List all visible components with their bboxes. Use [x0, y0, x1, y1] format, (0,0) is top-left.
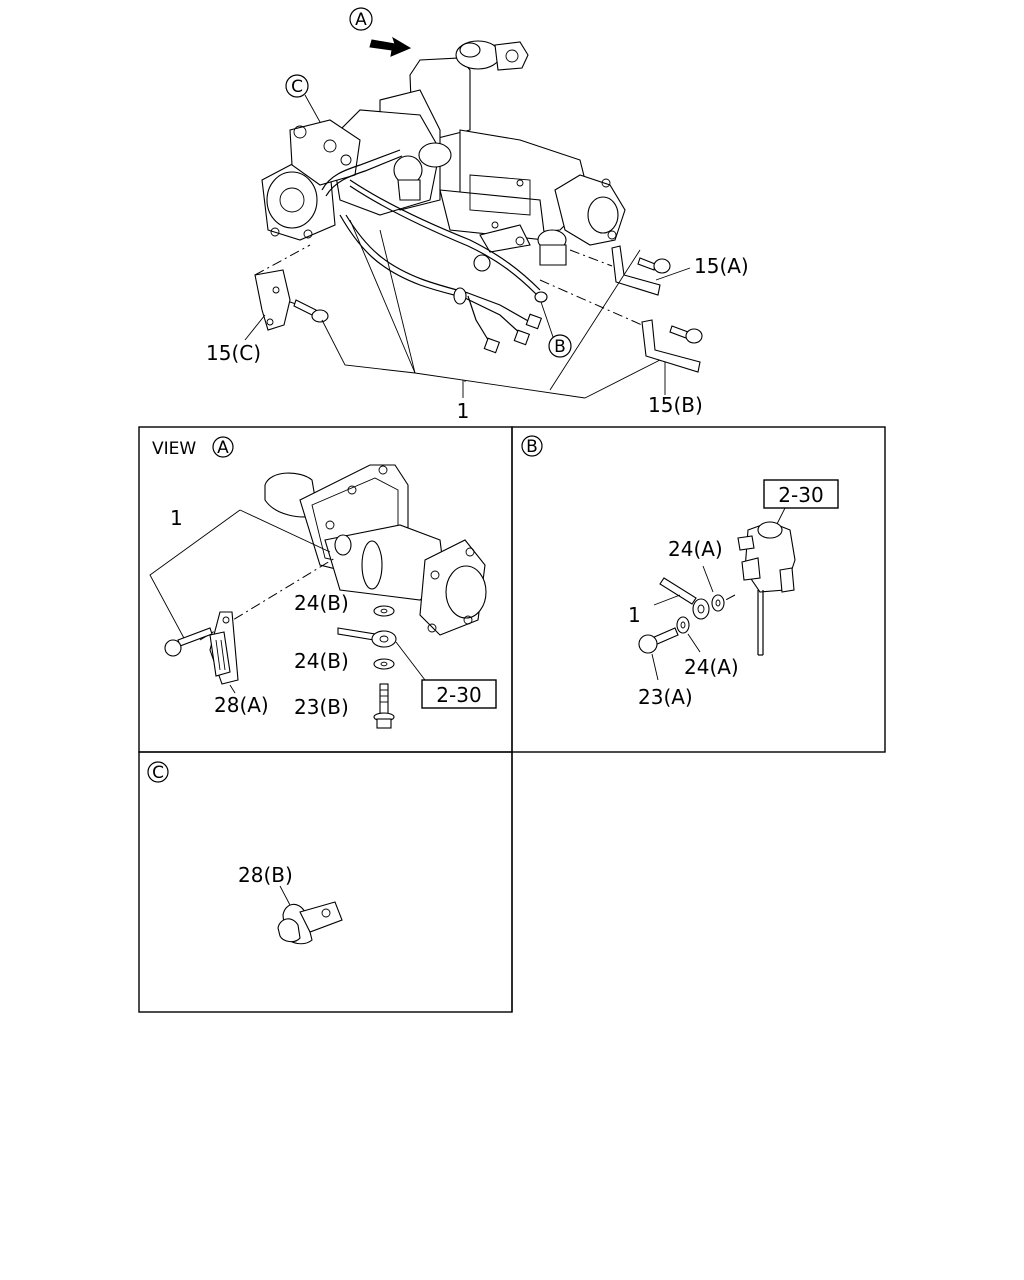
svg-text:A: A	[217, 438, 229, 458]
svg-text:15(A): 15(A)	[694, 254, 749, 278]
panel-a-title: VIEW A	[152, 436, 234, 459]
svg-text:23(B): 23(B)	[294, 695, 349, 719]
panel-c: C 28(B)	[138, 751, 513, 1013]
panel-a-bolt-23b: 23(B)	[294, 683, 395, 729]
svg-text:23(A): 23(A)	[638, 685, 693, 709]
panel-b-marker: B	[521, 435, 543, 457]
svg-text:C: C	[152, 763, 164, 783]
panel-b: B 2-30 24(A)	[511, 426, 886, 753]
wire-b-marker: B	[540, 301, 572, 358]
panel-c-marker: C	[147, 761, 169, 783]
svg-text:24(B): 24(B)	[294, 591, 349, 615]
svg-text:1: 1	[628, 603, 641, 627]
panel-b-terminal-eye: 1	[628, 577, 710, 627]
panel-b-solenoid-drawing	[719, 521, 796, 656]
panel-b-bolt-23a: 23(A)	[638, 627, 693, 709]
panel-b-washer-lower: 24(A)	[676, 616, 739, 679]
panel-view-a: VIEW A 1	[138, 426, 513, 753]
svg-text:1: 1	[170, 506, 183, 530]
bracket-15c: 15(C)	[206, 244, 329, 365]
panel-a-terminal-eye	[337, 627, 426, 681]
panel-a-ref-box: 2-30	[421, 679, 497, 709]
panel-a-item-1-callout: 1	[149, 506, 336, 641]
svg-text:15(B): 15(B)	[648, 393, 703, 417]
panel-a-clip-28a: 28(A)	[209, 611, 269, 717]
panel-b-washer-upper: 24(A)	[668, 537, 725, 612]
svg-text:28(B): 28(B)	[238, 863, 293, 887]
svg-text:1: 1	[457, 399, 470, 423]
overview-assembly: A C	[206, 7, 749, 423]
svg-text:24(B): 24(B)	[294, 649, 349, 673]
svg-text:A: A	[355, 10, 367, 30]
svg-text:24(A): 24(A)	[668, 537, 723, 561]
svg-text:VIEW: VIEW	[152, 439, 196, 459]
wiring-harness-drawing	[321, 149, 548, 354]
bracket-15a: 15(A)	[569, 245, 749, 296]
item-1-leaders: 1	[321, 219, 661, 423]
panel-a-washer-lower: 24(B)	[294, 649, 395, 673]
bracket-15b: 15(B)	[539, 279, 703, 417]
panel-a-mount-bolt	[164, 627, 213, 657]
svg-text:2-30: 2-30	[778, 483, 823, 507]
panel-a-washer-upper: 24(B)	[294, 591, 395, 617]
panel-a-starter-drawing	[264, 464, 487, 636]
svg-text:B: B	[526, 437, 538, 457]
svg-text:28(A): 28(A)	[214, 693, 269, 717]
svg-text:C: C	[291, 77, 303, 97]
svg-text:15(C): 15(C)	[206, 341, 261, 365]
svg-text:2-30: 2-30	[436, 683, 481, 707]
svg-text:24(A): 24(A)	[684, 655, 739, 679]
svg-text:B: B	[554, 337, 566, 357]
panel-c-clip-28b: 28(B)	[238, 863, 343, 945]
view-a-marker: A	[349, 7, 373, 31]
view-direction-arrow	[369, 36, 412, 57]
starter-motor-drawing	[261, 40, 626, 272]
panel-b-ref-box: 2-30	[763, 479, 839, 529]
